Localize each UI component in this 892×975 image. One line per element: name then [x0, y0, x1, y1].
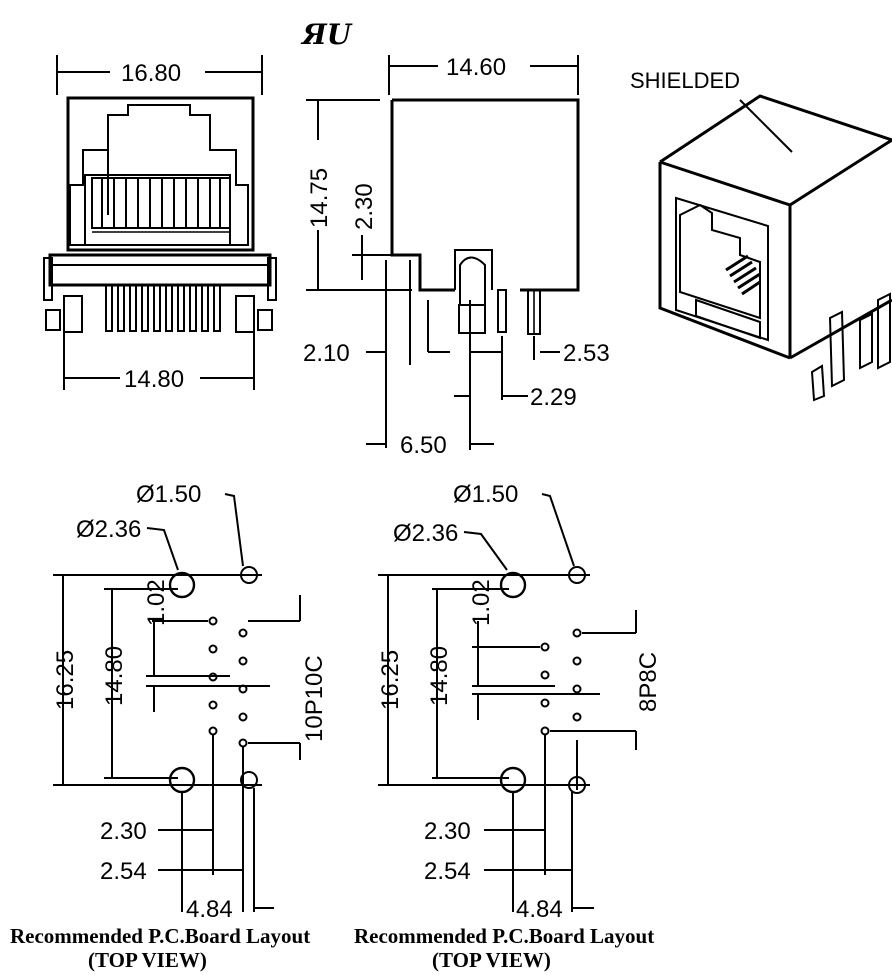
pcb-layout-8p8c: Ø1.50 Ø2.36 16.25 14.80 [354, 481, 662, 972]
height-1-02-label: 1.02 [143, 579, 170, 626]
side-pitch-b-label: 2.29 [530, 384, 577, 411]
caption-line-2: (TOP VIEW) [88, 948, 207, 972]
mount-hole-bottom [499, 766, 527, 794]
caption-line-1: Recommended P.C.Board Layout [10, 924, 310, 948]
large-hole-label: Ø2.36 [76, 516, 141, 543]
small-hole-label: Ø1.50 [453, 481, 518, 508]
front-pin-span-label: 14.80 [124, 366, 184, 393]
pin-code-label: 10P10C [301, 655, 328, 742]
height-16-25-label: 16.25 [52, 650, 79, 710]
front-width-label: 16.80 [121, 60, 181, 87]
ul-logo: ЯU [300, 18, 353, 51]
height-16-25-label: 16.25 [377, 650, 404, 710]
caption-line-1: Recommended P.C.Board Layout [354, 924, 654, 948]
side-offset-label: 2.10 [303, 340, 350, 367]
side-overall-label: 6.50 [400, 432, 447, 459]
mount-hole-bottom [168, 766, 196, 794]
pcb-layout-10p10c: Ø1.50 Ø2.36 [10, 481, 328, 972]
dim-2-30-label: 2.30 [424, 818, 471, 845]
mount-hole-top [499, 571, 527, 599]
iso-view: SHIELDED [630, 68, 892, 402]
height-1-02-label: 1.02 [468, 579, 495, 626]
caption-line-2: (TOP VIEW) [432, 948, 551, 972]
large-hole-label: Ø2.36 [393, 520, 458, 547]
side-pitch-a-label: 2.53 [563, 340, 610, 367]
dim-2-54-label: 2.54 [100, 858, 147, 885]
dim-4-84-label: 4.84 [186, 896, 233, 923]
side-height-label: 14.75 [306, 168, 333, 228]
dim-4-84-label: 4.84 [516, 896, 563, 923]
mount-hole-top [168, 571, 196, 599]
front-view: 16.80 [43, 55, 277, 393]
pin-code-label: 8P8C [635, 652, 662, 712]
small-hole-label: Ø1.50 [136, 481, 201, 508]
height-14-80-label: 14.80 [426, 646, 453, 706]
dim-2-54-label: 2.54 [424, 858, 471, 885]
shielded-label: SHIELDED [630, 68, 740, 93]
height-14-80-label: 14.80 [101, 646, 128, 706]
side-view: 14.60 14.75 2.30 2.10 2.53 [303, 54, 610, 459]
side-width-label: 14.60 [446, 54, 506, 81]
side-tab-height-label: 2.30 [351, 183, 378, 230]
dim-2-30-label: 2.30 [100, 818, 147, 845]
